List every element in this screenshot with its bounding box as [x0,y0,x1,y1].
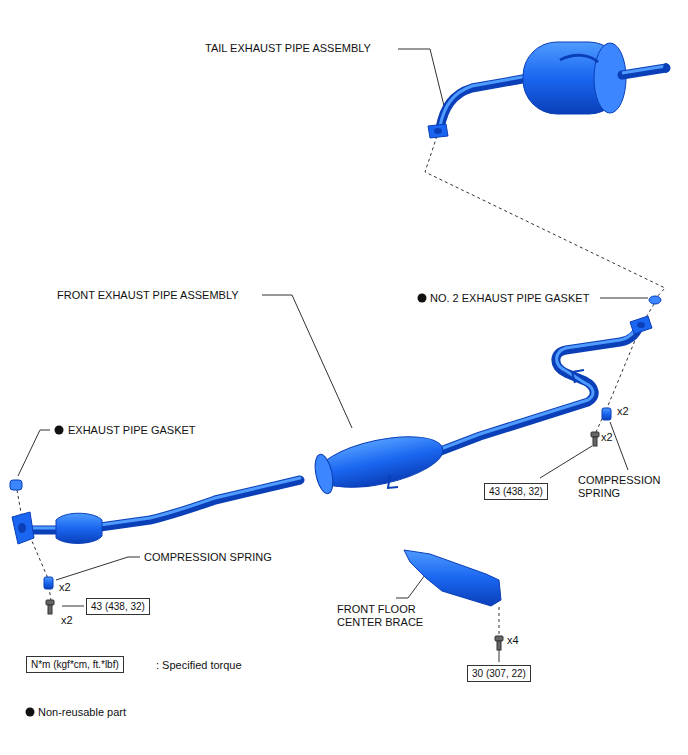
part-label: x2 [601,431,613,444]
part-label-text: EXHAUST PIPE GASKET [68,424,196,436]
part-label: x2 [617,405,629,418]
part-label: TAIL EXHAUST PIPE ASSEMBLY [205,42,371,55]
leader-lines [18,49,648,662]
torque-value: 30 (307, 22) [472,668,526,679]
part-label: FRONT FLOOR CENTER BRACE [337,603,441,629]
non-reusable-dot [418,294,427,303]
legend-text: Non-reusable part [38,706,126,718]
legend-dot [26,708,35,717]
part-label-text: FRONT EXHAUST PIPE ASSEMBLY [57,289,239,301]
torque-box: 30 (307, 22) [467,665,531,682]
front-exhaust-pipe [12,316,652,544]
assembly-lines [17,136,665,636]
gasket [10,480,22,490]
part-label: : Specified torque [156,659,242,672]
part-label-text: TAIL EXHAUST PIPE ASSEMBLY [205,42,371,54]
part-label-text: x4 [507,634,519,646]
torque-box: N*m (kgf*cm, ft.*lbf) [26,656,124,673]
part-label-text: COMPRESSION SPRING [144,551,272,563]
part-label-text: : Specified torque [156,659,242,671]
part-label-text: COMPRESSION SPRING [578,474,661,499]
part-label-text: x2 [617,405,629,417]
tail-exhaust-pipe [428,42,669,138]
gasket [649,296,661,304]
torque-value: N*m (kgf*cm, ft.*lbf) [31,659,119,670]
part-label-text: NO. 2 EXHAUST PIPE GASKET [430,292,589,304]
non-reusable-dot [55,426,64,435]
center-brace [404,550,501,606]
legend-entry: Non-reusable part [38,706,126,719]
part-label-text: x2 [59,581,71,593]
part-label-text: x2 [61,614,73,626]
part-label: x2 [61,614,73,627]
part-label: NO. 2 EXHAUST PIPE GASKET [430,292,589,305]
torque-box: 43 (438, 32) [484,483,548,500]
torque-box: 43 (438, 32) [86,598,150,615]
part-label: COMPRESSION SPRING [578,474,674,500]
spring [602,408,611,420]
spring [44,577,53,589]
torque-value: 43 (438, 32) [91,601,145,612]
part-label-text: FRONT FLOOR CENTER BRACE [337,603,423,628]
bolt [46,432,599,650]
part-label: FRONT EXHAUST PIPE ASSEMBLY [57,289,239,302]
part-label-text: x2 [601,431,613,443]
part-label: COMPRESSION SPRING [144,551,272,564]
part-label: EXHAUST PIPE GASKET [68,424,196,437]
torque-value: 43 (438, 32) [489,486,543,497]
part-label: x2 [59,581,71,594]
part-label: x4 [507,634,519,647]
